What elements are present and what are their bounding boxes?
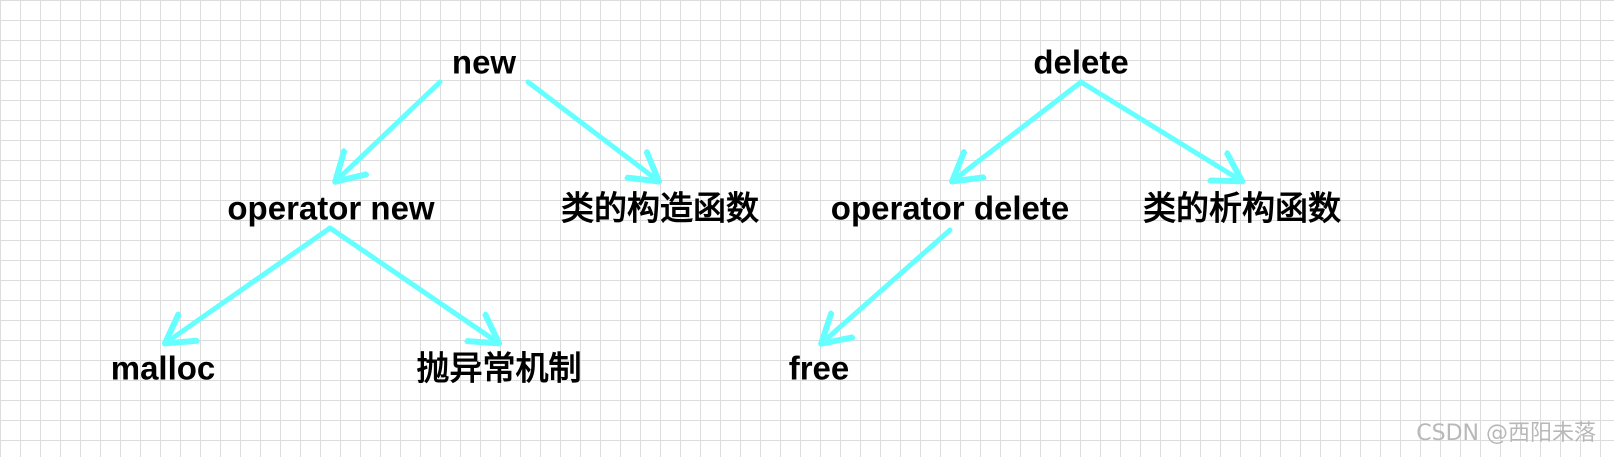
arrow-operator-new-to-malloc xyxy=(167,225,333,342)
arrow-new-to-operator-new xyxy=(337,79,443,180)
node-free: free xyxy=(788,349,850,387)
edges-group xyxy=(167,79,1240,342)
node-operator-new: operator new xyxy=(227,189,435,227)
arrow-delete-to-operator-delete xyxy=(954,79,1084,180)
node-malloc: malloc xyxy=(110,349,216,387)
arrow-operator-delete-to-free xyxy=(823,227,953,342)
arrow-delete-to-destructor xyxy=(1078,79,1240,180)
node-delete: delete xyxy=(1033,43,1129,81)
node-exception: 抛异常机制 xyxy=(416,349,582,387)
node-new: new xyxy=(451,43,517,81)
csdn-watermark: CSDN @西阳未落 xyxy=(1416,421,1596,446)
arrow-operator-new-to-exception xyxy=(327,225,497,342)
node-destructor: 类的析构函数 xyxy=(1143,189,1341,227)
arrow-new-to-constructor xyxy=(525,79,657,180)
node-operator-delete: operator delete xyxy=(830,189,1070,227)
node-constructor: 类的构造函数 xyxy=(561,189,759,227)
